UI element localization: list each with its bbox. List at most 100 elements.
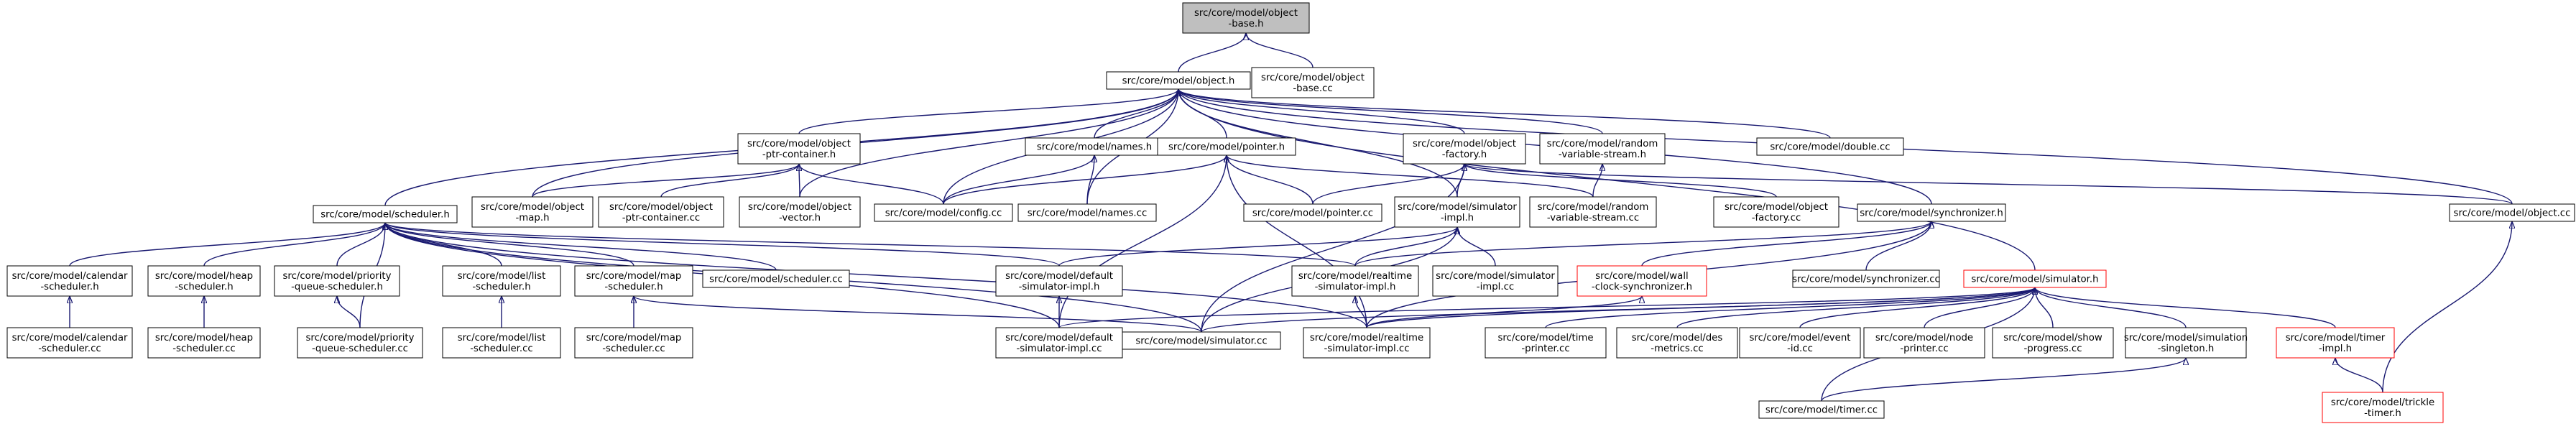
file-node-node-printer-cc[interactable]: src/core/model/node-printer.cc	[1863, 327, 1985, 359]
file-node-object-cc[interactable]: src/core/model/object.cc	[2449, 203, 2575, 222]
edge-config_cc-to-pointer_h	[943, 154, 1227, 205]
node-box	[1529, 196, 1657, 228]
file-node-list-h[interactable]: src/core/model/list-scheduler.h	[442, 265, 561, 297]
file-node-ptr-container-cc[interactable]: src/core/model/object-ptr-container.cc	[598, 196, 724, 228]
file-node-synchronizer-cc[interactable]: src/core/model/synchronizer.cc	[1792, 269, 1940, 288]
file-node-ptr-container-h[interactable]: src/core/model/object-ptr-container.h	[737, 133, 861, 165]
edge-object_base_cc-to-object_base_h	[1246, 32, 1314, 68]
file-node-synchronizer-h[interactable]: src/core/model/synchronizer.h	[1857, 203, 2006, 222]
file-node-config-cc[interactable]: src/core/model/config.cc	[874, 203, 1013, 222]
node-label: -scheduler.h	[604, 282, 663, 292]
node-box	[2125, 327, 2247, 359]
file-node-scheduler-h[interactable]: src/core/model/scheduler.h	[313, 205, 458, 223]
node-box	[1992, 327, 2114, 359]
file-node-object-vector-h[interactable]: src/core/model/object-vector.h	[739, 196, 861, 228]
file-node-map-cc[interactable]: src/core/model/map-scheduler.cc	[574, 327, 693, 359]
node-label: -queue-scheduler.h	[291, 282, 383, 292]
file-node-timer-cc[interactable]: src/core/model/timer.cc	[1758, 400, 1885, 419]
edge-trickle_timer_h-to-object_cc	[2382, 221, 2512, 393]
node-label: -vector.h	[779, 213, 821, 223]
node-label: src/core/model/show	[2003, 333, 2102, 343]
edge-realtime_h-to-scheduler_h	[385, 222, 1356, 267]
node-label: -id.cc	[1787, 343, 1813, 354]
file-node-simulator-impl-h[interactable]: src/core/model/simulator-impl.h	[1394, 196, 1520, 228]
file-node-heap-cc[interactable]: src/core/model/heap-scheduler.cc	[147, 327, 261, 359]
node-box	[297, 327, 423, 359]
file-node-random-stream-cc[interactable]: src/core/model/random-variable-stream.cc	[1529, 196, 1657, 228]
file-node-timer-impl-h[interactable]: src/core/model/timer-impl.h	[2276, 327, 2395, 359]
node-box	[1182, 2, 1310, 34]
file-node-simulator-cc[interactable]: src/core/model/simulator.cc	[1122, 331, 1281, 350]
node-label: -singleton.h	[2158, 343, 2215, 354]
node-label: src/core/model/synchronizer.cc	[1792, 275, 1940, 285]
node-box	[313, 205, 458, 223]
edge-time_printer_cc-to-simulator_h	[1545, 287, 2035, 328]
node-box	[995, 265, 1123, 297]
node-label: src/core/model/simulator	[1398, 202, 1517, 213]
file-node-heap-h[interactable]: src/core/model/heap-scheduler.h	[147, 265, 261, 297]
edge-show_progress_cc-to-simulator_h	[2035, 287, 2054, 328]
file-node-names-h[interactable]: src/core/model/names.h	[1025, 137, 1164, 156]
file-node-realtime-cc[interactable]: src/core/model/realtime-simulator-impl.c…	[1303, 327, 1431, 359]
file-node-time-printer-cc[interactable]: src/core/model/time-printer.cc	[1485, 327, 1607, 359]
file-node-show-progress-cc[interactable]: src/core/model/show-progress.cc	[1992, 327, 2114, 359]
node-box	[739, 196, 861, 228]
file-node-double-cc[interactable]: src/core/model/double.cc	[1756, 137, 1904, 156]
file-node-default-cc[interactable]: src/core/model/default-simulator-impl.cc	[995, 327, 1123, 359]
edge-synchronizer_cc-to-synchronizer_h	[1865, 221, 1931, 271]
file-node-pq-h[interactable]: src/core/model/priority-queue-scheduler.…	[274, 265, 400, 297]
file-node-wall-clock-h[interactable]: src/core/model/wall-clock-synchronizer.h	[1576, 265, 1707, 297]
file-node-object-factory-cc[interactable]: src/core/model/object-factory.cc	[1713, 196, 1839, 228]
node-box	[442, 265, 561, 297]
node-label: -scheduler.cc	[172, 343, 235, 354]
file-node-default-h[interactable]: src/core/model/default-simulator-impl.h	[995, 265, 1123, 297]
node-label: -scheduler.cc	[38, 343, 101, 354]
edge-heap_h-to-scheduler_h	[203, 222, 385, 267]
file-node-pointer-cc[interactable]: src/core/model/pointer.cc	[1243, 203, 1382, 222]
file-node-realtime-h[interactable]: src/core/model/realtime-simulator-impl.h	[1291, 265, 1419, 297]
file-node-object-base-cc[interactable]: src/core/model/object-base.cc	[1251, 67, 1375, 98]
file-node-singleton-h[interactable]: src/core/model/simulation-singleton.h	[2124, 327, 2248, 359]
node-label: src/core/model/object	[481, 202, 584, 213]
edge-scheduler_cc-to-scheduler_h	[385, 222, 777, 271]
file-node-list-cc[interactable]: src/core/model/list-scheduler.cc	[442, 327, 561, 359]
file-node-map-h[interactable]: src/core/model/map-scheduler.h	[574, 265, 693, 297]
edge-simulator_impl_cc-to-simulator_impl_h	[1457, 226, 1496, 267]
node-label: src/core/model/simulator.cc	[1135, 336, 1267, 347]
node-box	[1963, 269, 2107, 288]
file-node-trickle-timer-h[interactable]: src/core/model/trickle-timer.h	[2322, 392, 2444, 423]
node-box	[1017, 203, 1157, 222]
file-node-event-id-cc[interactable]: src/core/model/event-id.cc	[1739, 327, 1861, 359]
file-node-pointer-h[interactable]: src/core/model/pointer.h	[1157, 137, 1296, 156]
file-node-calendar-cc[interactable]: src/core/model/calendar-scheduler.cc	[6, 327, 133, 359]
node-box	[1157, 137, 1296, 156]
node-box	[1756, 137, 1904, 156]
edge-random_stream_cc-to-random_stream_h	[1592, 164, 1602, 198]
file-node-des-metrics-cc[interactable]: src/core/model/des-metrics.cc	[1616, 327, 1738, 359]
edge-default_cc-to-pointer_h	[1058, 155, 1227, 328]
node-label: -map.h	[516, 213, 550, 223]
file-node-object-map-h[interactable]: src/core/model/object-map.h	[471, 196, 594, 228]
file-node-random-stream-h[interactable]: src/core/model/random-variable-stream.h	[1539, 133, 1666, 165]
node-label: -simulator-impl.h	[1315, 282, 1396, 292]
node-label: src/core/model/scheduler.h	[320, 210, 450, 221]
file-node-object-h[interactable]: src/core/model/object.h	[1106, 71, 1251, 90]
node-label: src/core/model/map	[586, 271, 682, 282]
edge-trickle_timer_h-to-timer_impl_h	[2335, 357, 2383, 393]
file-node-scheduler-cc[interactable]: src/core/model/scheduler.cc	[702, 269, 850, 288]
file-node-names-cc[interactable]: src/core/model/names.cc	[1017, 203, 1157, 222]
file-node-object-base-h[interactable]: src/core/model/object-base.h	[1182, 2, 1310, 34]
file-node-object-factory-h[interactable]: src/core/model/object-factory.h	[1403, 133, 1526, 165]
file-node-calendar-h[interactable]: src/core/model/calendar-scheduler.h	[6, 265, 133, 297]
node-label: src/core/model/simulator.h	[1971, 275, 2098, 285]
node-label: -variable-stream.cc	[1547, 213, 1639, 223]
node-label: src/core/model/map	[586, 333, 682, 343]
node-label: src/core/model/list	[458, 271, 546, 282]
node-box	[147, 265, 261, 297]
file-node-pq-cc[interactable]: src/core/model/priority-queue-scheduler.…	[297, 327, 423, 359]
node-label: -simulator-impl.cc	[1324, 343, 1409, 354]
node-label: src/core/model/object	[609, 202, 713, 213]
node-box	[1863, 327, 1985, 359]
file-node-simulator-impl-cc[interactable]: src/core/model/simulator-impl.cc	[1432, 265, 1559, 297]
file-node-simulator-h[interactable]: src/core/model/simulator.h	[1963, 269, 2107, 288]
